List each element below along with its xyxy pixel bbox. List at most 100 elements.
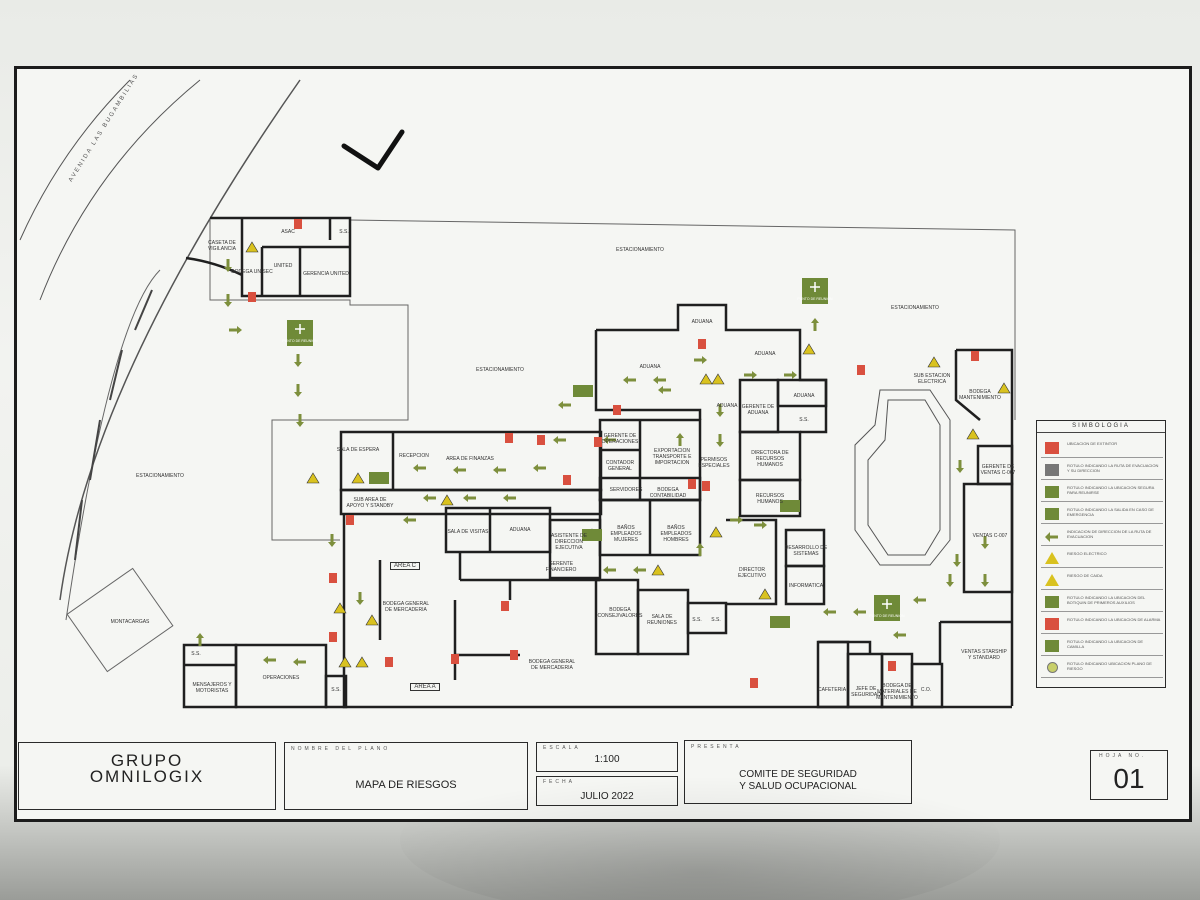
room-label: GERENTE DE VENTAS C-007: [980, 464, 1016, 476]
exit-arrow-sign-icon: [1045, 464, 1059, 476]
evacuation-arrow-icon: [823, 608, 836, 616]
evacuation-arrow-icon: [463, 494, 476, 502]
legend-item: ROTULO INDICANDO UBICACION PLANO DE RIES…: [1041, 659, 1163, 678]
room-label: MENSAJEROS Y MOTORISTAS: [192, 682, 232, 694]
room-label: UNITED: [273, 263, 293, 269]
plan-name: MAPA DE RIESGOS: [355, 779, 457, 791]
assembly-point-sign-icon: PUNTO DE REUNION: [869, 595, 905, 621]
company-block: GRUPO OMNILOGIX: [18, 742, 276, 810]
assembly-point-sign-icon: PUNTO DE REUNION: [797, 278, 833, 304]
room-label: S.S.: [339, 229, 349, 235]
hazard-sign-icon: [365, 614, 379, 626]
room-label: ESTACIONAMIENTO: [476, 367, 524, 373]
legend-title: SIMBOLOGIA: [1037, 423, 1165, 433]
hazard-sign-icon: [711, 373, 725, 385]
room-label: RECURSOS HUMANOS: [755, 493, 785, 505]
legend-item-text: ROTULO INDICANDO LA UBICACION DE ALARMA: [1067, 617, 1161, 622]
emergency-exit-sign-icon: [369, 472, 389, 484]
room-label: ADUANA: [691, 319, 713, 325]
hazard-sign-icon: [758, 588, 772, 600]
room-label: INFORMATICA: [788, 583, 824, 589]
extinguisher-icon: [537, 435, 545, 445]
extinguisher-icon: [505, 433, 513, 443]
extinguisher-icon: [329, 573, 337, 583]
room-label: DIRECTORA DE RECURSOS HUMANOS: [751, 450, 789, 468]
date-value: JULIO 2022: [580, 791, 634, 802]
presenter-caption: PRESENTA: [691, 744, 742, 750]
scale-caption: ESCALA: [543, 745, 581, 751]
emergency-exit-sign-icon: [573, 385, 593, 397]
evacuation-arrow-icon: [263, 656, 276, 664]
extinguisher-icon: [294, 219, 302, 229]
room-label: GERENTE FINANCIERO: [545, 561, 577, 573]
hazard-sign-icon: [651, 564, 665, 576]
room-label: VENTAS STARSHIP Y STANDARD: [961, 649, 1007, 661]
evacuation-arrow-icon: [493, 466, 506, 474]
extinguisher-icon: [971, 351, 979, 361]
extinguisher-icon: [563, 475, 571, 485]
assembly-point-label: PUNTO DE REUNION: [282, 339, 318, 343]
evacuation-arrow-icon: [296, 414, 304, 427]
room-label: DESARROLLO DE SISTEMAS: [784, 545, 828, 557]
emergency-exit-sign-icon: [582, 529, 602, 541]
evacuation-arrow-icon: [893, 631, 906, 639]
legend-item: ROTULO INDICANDO LA RUTA DE EVACUACION Y…: [1041, 461, 1163, 480]
room-label: S.S.: [692, 617, 702, 623]
evacuation-arrow-icon: [558, 401, 571, 409]
curb-marks: [74, 289, 153, 561]
evacuation-arrow-icon: [453, 466, 466, 474]
room-label: BODEGA CONSEJ/VALORES: [597, 607, 643, 619]
area-label: AREA C: [390, 562, 420, 570]
evacuation-arrow-icon: [603, 566, 616, 574]
evacuation-arrow-icon: [224, 259, 232, 272]
room-label: BODEGA DE MATERIALES DE MANTENIMIENTO: [876, 683, 918, 701]
montacargas-area: [66, 567, 174, 673]
hazard-sign-icon: [245, 241, 259, 253]
room-label: S.S.: [331, 687, 341, 693]
legend-item-text: RIESGO DE CAIDA: [1067, 573, 1103, 578]
extinguisher-icon: [857, 365, 865, 375]
room-label: ASAC: [281, 229, 295, 235]
hazard-sign-icon: [351, 472, 365, 484]
electric-hazard-icon: [1045, 552, 1059, 564]
extinguisher-icon: [688, 479, 696, 489]
hazard-sign-icon: [709, 526, 723, 538]
legend-item-text: ROTULO INDICANDO LA RUTA DE EVACUACION Y…: [1067, 463, 1159, 473]
assembly-point-label: PUNTO DE REUNION: [869, 614, 905, 618]
hazard-sign-icon: [966, 428, 980, 440]
room-label: EXPORTACION TRANSPORTE E IMPORTACION: [652, 448, 692, 466]
room-label: PERMISOS ESPECIALES: [698, 457, 730, 469]
evacuation-arrow-icon: [413, 464, 426, 472]
scale-block: ESCALA 1:100: [536, 742, 678, 772]
room-label: ASISTENTE DE DIRECCION EJECUTIVA: [550, 533, 588, 551]
presenter-line2: Y SALUD OCUPACIONAL: [739, 781, 857, 792]
evacuation-arrow-icon: [229, 326, 242, 334]
evacuation-arrow-icon: [623, 376, 636, 384]
extinguisher-icon: [594, 437, 602, 447]
presenter-block: PRESENTA COMITE DE SEGURIDAD Y SALUD OCU…: [684, 740, 912, 804]
legend-item-text: INDICACION DE DIRECCION DE LA RUTA DE EV…: [1067, 529, 1152, 539]
assembly-point-sign-icon: [1045, 486, 1059, 498]
marker-icon: [1047, 662, 1058, 673]
hazard-sign-icon: [997, 382, 1011, 394]
hazard-sign-icon: [306, 472, 320, 484]
stretcher-icon: [1045, 640, 1059, 652]
evacuation-arrow-icon: [913, 596, 926, 604]
hazard-sign-icon: [440, 494, 454, 506]
evacuation-arrow-icon: [294, 354, 302, 367]
emergency-exit-sign-icon: [770, 616, 790, 628]
room-label: CAFETERIA: [817, 687, 847, 693]
avenue-curves: [19, 79, 301, 621]
room-label: S.S.: [799, 417, 809, 423]
room-label: ESTACIONAMIENTO: [891, 305, 939, 311]
evacuation-arrow-icon: [328, 534, 336, 547]
legend-item-text: ROTULO INDICANDO LA UBICACION DEL BOTIQU…: [1067, 595, 1146, 605]
extinguisher-icon: [702, 481, 710, 491]
legend-item: ROTULO INDICANDO LA SALIDA EN CASO DE EM…: [1041, 505, 1163, 524]
room-label: SALA DE REUNIONES: [647, 614, 677, 626]
room-label: BAÑOS EMPLEADOS HOMBRES: [660, 525, 692, 543]
legend-item: ROTULO INDICANDO LA UBICACION DEL BOTIQU…: [1041, 593, 1163, 612]
evacuation-arrow-icon: [293, 658, 306, 666]
